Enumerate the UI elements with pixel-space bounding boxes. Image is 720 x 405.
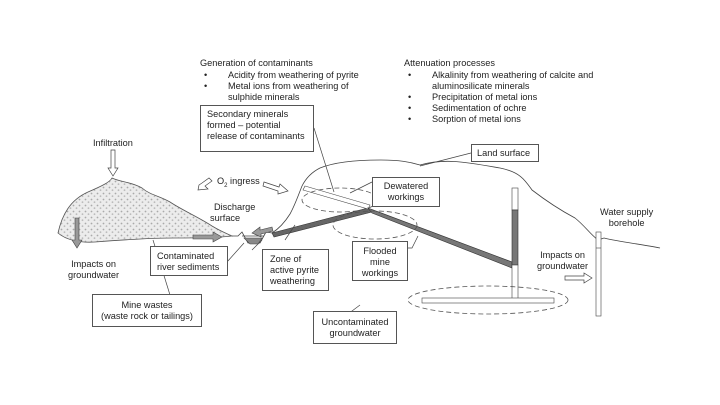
mine-shaft-lower bbox=[511, 264, 519, 301]
mine-shaft-flooded bbox=[511, 209, 519, 266]
mine-wastes-box: Mine wastes (waste rock or tailings) bbox=[92, 294, 202, 327]
box-line: Contaminated bbox=[157, 251, 215, 261]
box-line: release of contaminants bbox=[207, 131, 305, 141]
contaminated-sediments-box: Contaminated river sediments bbox=[150, 246, 228, 276]
secondary-minerals-box: Secondary minerals formed – potential re… bbox=[200, 105, 314, 152]
generation-of-contaminants: Generation of contaminants Acidity from … bbox=[200, 58, 378, 103]
box-line: Dewatered bbox=[383, 181, 429, 191]
o2-suffix: ingress bbox=[227, 176, 260, 186]
o2-ingress-arrow-right bbox=[262, 181, 289, 195]
water-supply-borehole-label: Water supply borehole bbox=[600, 207, 653, 229]
box-line: Zone of bbox=[270, 254, 302, 264]
impacts-right-arrow bbox=[564, 272, 593, 284]
land-surface-line bbox=[232, 159, 661, 249]
o2-prefix: O bbox=[217, 176, 225, 186]
attenuation-item: Precipitation of metal ions bbox=[404, 92, 604, 103]
box-line: Land surface bbox=[477, 148, 531, 158]
o2-subscript: 2 bbox=[224, 182, 228, 189]
label-line: groundwater bbox=[537, 261, 589, 271]
label-line: groundwater bbox=[68, 270, 120, 280]
impacts-right-label: Impacts on groundwater bbox=[537, 250, 588, 272]
infiltration-arrow bbox=[107, 149, 119, 177]
o2-ingress-label: O2 ingress bbox=[217, 176, 260, 189]
box-line: weathering bbox=[270, 276, 315, 286]
box-line: Mine wastes bbox=[121, 300, 173, 310]
box-line: Uncontaminated bbox=[321, 317, 389, 327]
mine-shaft-upper bbox=[511, 187, 519, 211]
generation-heading: Generation of contaminants bbox=[200, 58, 313, 68]
box-line: workings bbox=[361, 268, 399, 278]
attenuation-heading: Attenuation processes bbox=[404, 58, 495, 68]
mine-waste-heap bbox=[57, 177, 234, 243]
impacts-left-arrow bbox=[71, 217, 83, 249]
label-line: surface bbox=[210, 213, 241, 223]
box-line: (waste rock or tailings) bbox=[101, 311, 193, 321]
impacts-left-label: Impacts on groundwater bbox=[68, 259, 119, 281]
pyrite-zone-box: Zone of active pyrite weathering bbox=[262, 249, 329, 291]
box-line: groundwater bbox=[329, 328, 381, 338]
box-line: mine bbox=[370, 257, 390, 267]
attenuation-item: Alkalinity from weathering of calcite an… bbox=[404, 70, 604, 92]
attenuation-item: Sorption of metal ions bbox=[404, 114, 604, 125]
label-line: borehole bbox=[608, 218, 645, 228]
o2-ingress-arrow-left bbox=[197, 177, 213, 191]
label-line: Impacts on bbox=[540, 250, 585, 260]
box-line: workings bbox=[387, 192, 425, 202]
flooded-workings-box: Flooded mine workings bbox=[352, 241, 408, 281]
box-line: Flooded bbox=[363, 246, 397, 256]
box-line: river sediments bbox=[157, 262, 220, 272]
uncontaminated-groundwater-box: Uncontaminated groundwater bbox=[313, 311, 397, 344]
lower-workings bbox=[421, 297, 555, 304]
box-line: active pyrite bbox=[270, 265, 320, 275]
box-line: formed – potential bbox=[207, 120, 281, 130]
dewatered-workings bbox=[302, 185, 371, 210]
label-line: Impacts on bbox=[71, 259, 116, 269]
seepage-arrow bbox=[251, 226, 274, 238]
pyrite-zone-ellipse bbox=[332, 210, 418, 240]
water-supply-borehole bbox=[595, 231, 602, 317]
generation-item: Acidity from weathering of pyrite bbox=[200, 70, 378, 81]
attenuation-item: Sedimentation of ochre bbox=[404, 103, 604, 114]
land-surface-box: Land surface bbox=[471, 144, 539, 162]
discharge-arrow bbox=[192, 231, 223, 243]
uncontaminated-ellipse bbox=[407, 285, 569, 315]
generation-item: Metal ions from weathering of sulphide m… bbox=[200, 81, 378, 103]
label-line: Discharge bbox=[214, 202, 256, 212]
label-line: Water supply bbox=[600, 207, 654, 217]
infiltration-label: Infiltration bbox=[93, 138, 133, 148]
box-line: Secondary minerals bbox=[207, 109, 289, 119]
discharge-surface-label: Discharge surface bbox=[210, 202, 256, 224]
dewatered-workings-box: Dewatered workings bbox=[372, 177, 440, 207]
attenuation-processes: Attenuation processes Alkalinity from we… bbox=[404, 58, 604, 125]
